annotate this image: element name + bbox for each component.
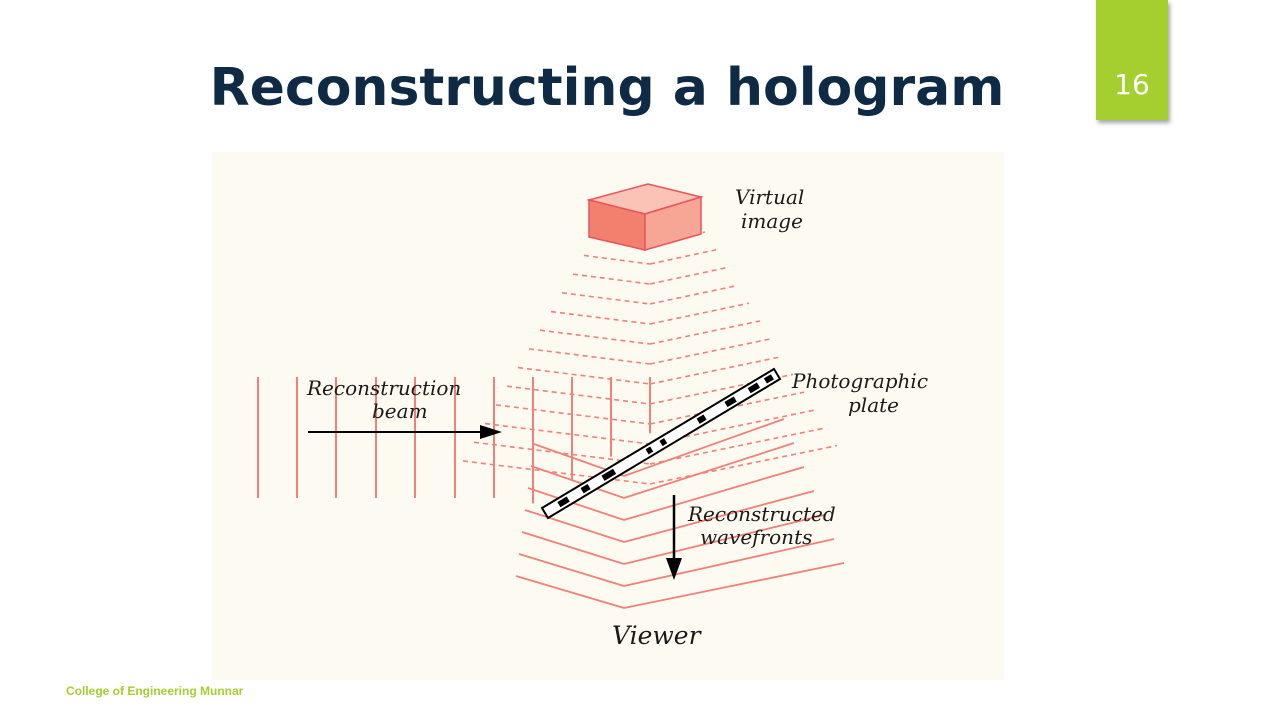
reconstructed-wavefront-line bbox=[623, 514, 825, 565]
virtual-wavefront-line bbox=[649, 266, 728, 285]
plate-mark bbox=[724, 396, 737, 408]
reconstructed-wavefront-line bbox=[623, 418, 785, 477]
reconstructed-wavefront-line bbox=[527, 487, 625, 521]
virtual-wavefront-line bbox=[517, 366, 651, 385]
reconstruction-beam-wavefronts bbox=[257, 377, 651, 504]
virtual-wavefront-line bbox=[462, 460, 651, 485]
virtual-image-label-line1: Virtual bbox=[735, 185, 804, 209]
virtual-wavefront-line bbox=[539, 329, 651, 345]
reconstructed-wavefront-line bbox=[530, 465, 625, 499]
reconstructed-wavefront-line bbox=[623, 442, 795, 499]
footer-institution: College of Engineering Munnar bbox=[66, 684, 244, 698]
beam-arrow bbox=[308, 425, 502, 439]
plate-mark bbox=[557, 496, 570, 508]
reconstructed-wavefront-line bbox=[623, 466, 805, 521]
virtual-wavefront-line bbox=[649, 355, 783, 385]
virtual-wavefront-line bbox=[572, 273, 651, 285]
photographic-plate bbox=[540, 367, 782, 520]
virtual-wavefront-line bbox=[649, 249, 717, 265]
plate-interference-marks bbox=[557, 374, 774, 508]
cube-side-face bbox=[644, 195, 702, 251]
plate-mark bbox=[747, 382, 760, 394]
reconstruction-beam-label-line1: Reconstruction bbox=[306, 376, 461, 400]
slide-title: Reconstructing a hologram bbox=[209, 58, 1005, 118]
reconstructed-wavefront-line bbox=[524, 509, 625, 543]
reconstructed-wavefront-line bbox=[623, 490, 815, 543]
virtual-wavefront-line bbox=[649, 302, 750, 325]
reconstructed-wavefront-line bbox=[623, 562, 845, 609]
virtual-wavefront-line bbox=[561, 292, 651, 305]
slide-number: 16 bbox=[1114, 68, 1150, 101]
viewer-label: Viewer bbox=[612, 621, 703, 650]
virtual-wavefront-line bbox=[484, 422, 651, 445]
reconstructed-wavefront-line bbox=[623, 538, 835, 587]
virtual-wavefront-line bbox=[649, 338, 772, 365]
slide-number-tab: 16 bbox=[1096, 0, 1168, 120]
reconstructed-wavefront-line bbox=[518, 553, 625, 587]
plate-mark bbox=[645, 446, 654, 455]
plate-mark bbox=[659, 438, 668, 447]
reconstructed-wavefront-line bbox=[521, 531, 625, 565]
virtual-wavefront-line bbox=[649, 284, 739, 305]
virtual-image-cube bbox=[586, 183, 704, 251]
virtual-wavefront-line bbox=[649, 444, 838, 485]
reconstructed-wavefronts-label-line2: wavefronts bbox=[700, 525, 812, 549]
reconstructed-wavefronts bbox=[515, 418, 845, 609]
wavefronts-arrow bbox=[666, 495, 682, 580]
plate-mark bbox=[580, 484, 591, 494]
photographic-plate-label-line1: Photographic bbox=[791, 369, 928, 393]
plate-mark bbox=[763, 374, 774, 384]
reconstruction-beam-label-line2: beam bbox=[372, 399, 428, 423]
virtual-wavefront-line bbox=[583, 254, 651, 265]
virtual-wavefront-line bbox=[550, 310, 651, 325]
virtual-wavefront-line bbox=[495, 404, 651, 425]
virtual-wavefront-line bbox=[528, 348, 651, 365]
virtual-wavefront-line bbox=[506, 385, 651, 405]
virtual-wavefront-line bbox=[649, 320, 761, 345]
virtual-wavefront-line bbox=[649, 427, 827, 465]
plate-mark bbox=[601, 468, 617, 481]
photographic-plate-label-line2: plate bbox=[848, 393, 899, 417]
hologram-reconstruction-diagram: Virtual image Reconstruction beam Photog… bbox=[212, 152, 1004, 680]
reconstructed-wavefront-line bbox=[515, 575, 625, 609]
plate-mark bbox=[696, 414, 707, 424]
reconstructed-wavefronts-label-line1: Reconstructed bbox=[687, 502, 836, 526]
virtual-image-label-line2: image bbox=[741, 209, 803, 233]
diagram-canvas: Virtual image Reconstruction beam Photog… bbox=[257, 183, 928, 650]
